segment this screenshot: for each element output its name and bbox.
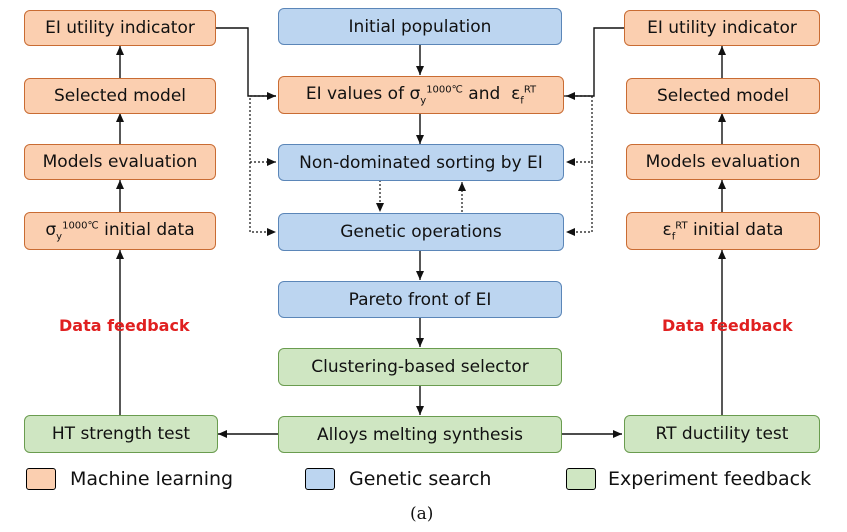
- legend-ex-swatch: [566, 468, 596, 490]
- rt-ductility-test-box: RT ductility test: [624, 415, 820, 453]
- non-dominated-sorting-label: Non-dominated sorting by EI: [299, 152, 543, 173]
- left-models-evaluation-label: Models evaluation: [42, 152, 198, 172]
- right-data-feedback-label: Data feedback: [662, 316, 793, 335]
- non-dominated-sorting-box: Non-dominated sorting by EI: [278, 144, 564, 181]
- genetic-operations-box: Genetic operations: [278, 213, 564, 251]
- right-initial-data-label: εfRT initial data: [662, 219, 784, 243]
- legend-ex-label: Experiment feedback: [608, 468, 812, 490]
- alloys-melting-synthesis-label: Alloys melting synthesis: [317, 424, 523, 445]
- legend-gs-label: Genetic search: [349, 468, 492, 490]
- left-data-feedback-label: Data feedback: [59, 316, 190, 335]
- left-models-evaluation-box: Models evaluation: [24, 144, 216, 180]
- pareto-front-box: Pareto front of EI: [278, 281, 562, 318]
- ei-values-label: EI values of σy1000℃ and εfRT: [305, 83, 537, 107]
- clustering-selector-label: Clustering-based selector: [311, 357, 529, 377]
- right-ei-utility-label: EI utility indicator: [647, 18, 797, 38]
- ht-strength-test-box: HT strength test: [24, 415, 218, 453]
- right-models-evaluation-label: Models evaluation: [645, 152, 801, 172]
- left-ei-utility-indicator-box: EI utility indicator: [24, 10, 216, 46]
- left-selected-model-label: Selected model: [53, 86, 187, 106]
- alloys-melting-synthesis-box: Alloys melting synthesis: [278, 416, 562, 453]
- figure-caption: (a): [410, 504, 434, 524]
- left-initial-data-label: σy1000℃ initial data: [45, 219, 195, 243]
- genetic-operations-label: Genetic operations: [340, 222, 502, 242]
- right-ei-utility-indicator-box: EI utility indicator: [624, 10, 820, 46]
- right-selected-model-label: Selected model: [656, 86, 790, 106]
- left-selected-model-box: Selected model: [24, 78, 216, 114]
- pareto-front-label: Pareto front of EI: [348, 289, 492, 310]
- ei-values-box: EI values of σy1000℃ and εfRT: [278, 76, 564, 114]
- legend-ml-swatch: [26, 468, 56, 490]
- initial-population-box: Initial population: [278, 8, 562, 45]
- left-initial-data-box: σy1000℃ initial data: [24, 212, 216, 250]
- rt-ductility-test-label: RT ductility test: [655, 424, 789, 444]
- initial-population-label: Initial population: [348, 16, 492, 37]
- right-models-evaluation-box: Models evaluation: [626, 144, 820, 180]
- right-selected-model-box: Selected model: [626, 78, 820, 114]
- right-initial-data-box: εfRT initial data: [626, 212, 820, 250]
- legend-ml-label: Machine learning: [70, 468, 234, 490]
- clustering-selector-box: Clustering-based selector: [278, 348, 562, 386]
- ht-strength-test-label: HT strength test: [51, 424, 191, 444]
- legend-gs-swatch: [305, 468, 335, 490]
- left-ei-utility-label: EI utility indicator: [45, 18, 195, 38]
